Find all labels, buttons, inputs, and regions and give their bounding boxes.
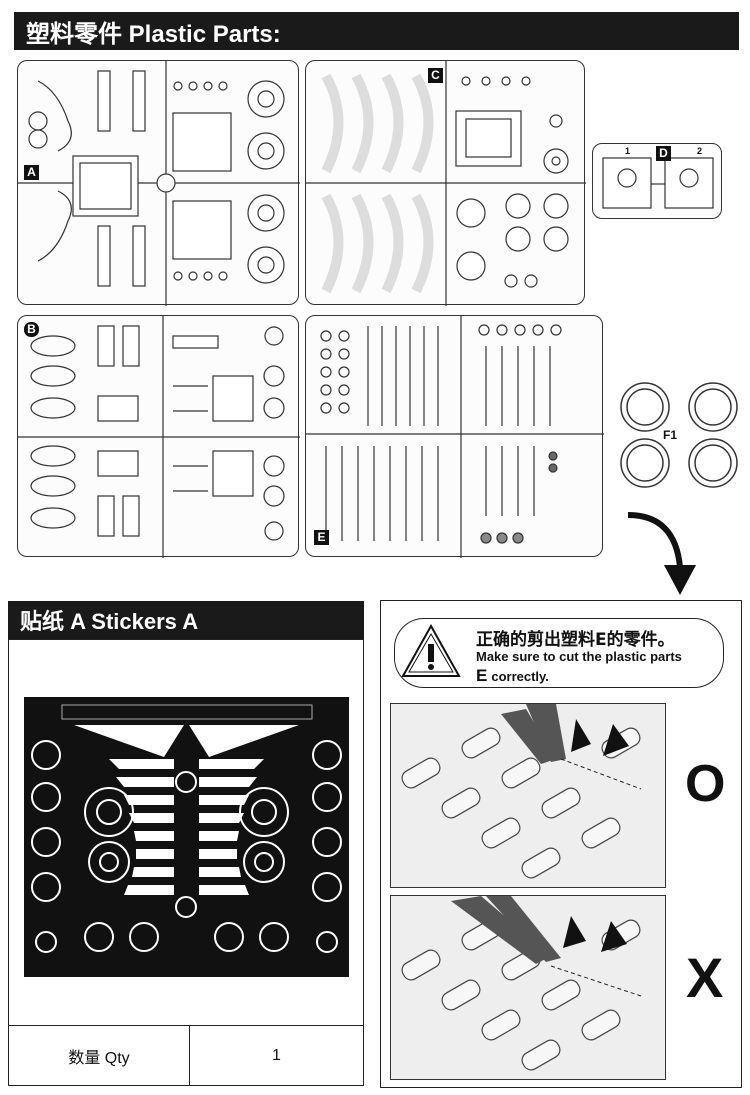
curved-arrow-icon [627,512,696,595]
instruction-frame [380,600,742,1088]
stickers-header: 贴纸 A Stickers A [8,601,364,639]
quantity-label: 数量 Qty [9,1026,190,1085]
sprue-d-drawing [602,157,714,209]
warning-icon [401,623,461,677]
stickers-title: 贴纸 A Stickers A [20,609,199,634]
sprue-a-tag: A [24,165,39,180]
sprue-e-tag: E [314,530,329,545]
sprue-c: C [305,60,586,306]
sprue-d-tag: D [656,146,671,161]
sprue-c-tag: C [428,68,443,83]
sprue-e-drawing [306,316,604,558]
plastic-parts-title: 塑料零件 Plastic Parts: [26,20,281,48]
instruction-part-letter: E [476,666,488,685]
wrong-cut-photo [390,895,666,1080]
instruction-chinese: 正确的剪出塑料E的零件。 [476,630,675,650]
sprue-a: A [17,60,300,306]
sticker-sheet [24,697,349,977]
sprue-b: B [17,315,300,558]
sprue-e: E [305,315,604,558]
wrong-cut-illustration [401,896,642,1071]
sprue-b-drawing [18,316,300,558]
sprue-d-number-1: 1 [625,146,631,156]
quantity-row: 数量 Qty 1 [8,1025,364,1086]
wrong-mark-icon: X [686,946,724,1009]
sprue-c-drawing [306,61,586,306]
f1-rings [620,382,738,488]
quantity-value: 1 [272,1046,281,1064]
sprue-a-drawing [18,61,300,306]
correct-cut-photo [390,703,666,888]
correct-cut-illustration [401,704,642,879]
instruction-english-line1: Make sure to cut the plastic parts [476,649,682,664]
sprue-d: D 1 2 [592,143,722,219]
sprue-b-tag: B [24,322,39,337]
sprue-f1-label: F1 [663,428,678,442]
correct-mark-icon: O [685,755,726,813]
plastic-parts-header: 塑料零件 Plastic Parts: [14,12,739,50]
instruction-correctly-text: correctly. [491,669,549,684]
instruction-english-line2: E correctly. [476,666,549,686]
sprue-d-number-2: 2 [697,146,703,156]
